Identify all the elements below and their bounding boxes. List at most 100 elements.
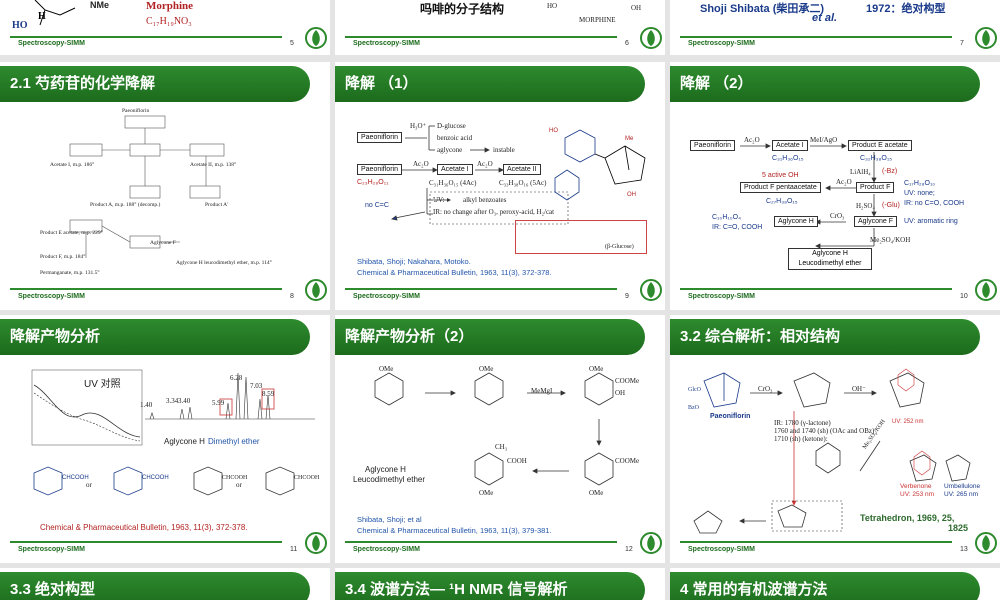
uv-265-label: UV: 265 nm — [944, 491, 979, 498]
cooh-label-4: CHCOOH — [294, 475, 320, 481]
slide-10[interactable]: 降解 （2） Paeoniflorin Ac₂O Acetate I MeI/A… — [670, 62, 1000, 310]
reference-journal: Tetrahedron, 1969, 25, — [860, 513, 955, 523]
slide-7[interactable]: Shoji Shibata (柴田承二) et al. 1972：绝对构型 Sp… — [670, 0, 1000, 55]
footer-line — [10, 288, 282, 290]
morphine-caption: MORPHINE — [579, 16, 616, 24]
footer-label: Spectroscopy-SIMM — [353, 293, 420, 300]
meiago-reagent: MeI/AgO — [810, 136, 838, 144]
page-number: 13 — [960, 546, 968, 553]
slide-11[interactable]: 降解产物分析 UV 对照 1.40 3.34 3.40 5.99 6.28 7.… — [0, 315, 330, 563]
author-name: Shoji Shibata (柴田承二) — [700, 3, 825, 15]
ir-1710: 1710 (sh) (ketone): — [774, 435, 828, 443]
footer-label: Spectroscopy-SIMM — [353, 546, 420, 553]
label-product-a-prime: Product A' — [205, 202, 229, 208]
footer-label: Spectroscopy-SIMM — [688, 546, 755, 553]
degradation-scheme-diagram — [69, 115, 225, 258]
nmr-peak-5: 6.28 — [230, 374, 243, 382]
footer-line — [680, 288, 952, 290]
label-aglycone-h-leuco: Aglycone H leucodimethyl ether, m.p. 114… — [176, 260, 272, 266]
morphine-structure-fragment — [34, 0, 76, 26]
year-note: 1972：绝对构型 — [866, 3, 946, 15]
nmr-spectrum-figure — [145, 372, 315, 420]
slide-14[interactable]: 3.3 绝对构型 — [0, 568, 330, 600]
molecule-formula: C₁₇H₁₉NO₃ — [146, 16, 192, 27]
page-number: 8 — [290, 293, 294, 300]
synthesis-scheme — [374, 372, 614, 486]
or-label-2: or — [236, 481, 242, 489]
paeoniflorin-box: Paeoniflorin — [690, 140, 735, 151]
slide-title: 3.4 波谱方法— ¹H NMR 信号解析 — [335, 572, 646, 600]
formula-aglycone-h: C₁₀H₁₀O₄ — [712, 214, 741, 221]
slide-12[interactable]: 降解产物分析（2） MeMgI OMe OMe OMe COOMe OH COO… — [335, 315, 665, 563]
slide-9[interactable]: 降解 （1） Paeoniflorin H₃O⁺ D-glucose benzo… — [335, 62, 665, 310]
uv-spectrum-figure — [31, 369, 143, 446]
nmr-peak-1: 1.40 — [140, 401, 153, 409]
ir-1780: IR: 1780 (γ-lactone) — [774, 419, 831, 427]
uv-comparison-label: UV 对照 — [84, 379, 121, 390]
slide-15[interactable]: 3.4 波谱方法— ¹H NMR 信号解析 — [335, 568, 665, 600]
footer-line — [345, 36, 617, 38]
label-product-a: Product A, m.p. 188° (decomp.) — [90, 202, 161, 208]
formula-red: C₂₃H₂₈O₁₁ — [357, 179, 389, 186]
product-f-pentaacetate-box: Product F pentaacetate — [740, 182, 821, 193]
acetate-2-box: Acetate II — [503, 164, 541, 175]
glucose-note: (β-Glucose) — [605, 244, 634, 250]
reference-journal: Chemical & Pharmaceutical Bulletin, 1963… — [40, 523, 248, 532]
page-number: 9 — [625, 293, 629, 300]
ome-label-4: OMe — [479, 489, 494, 497]
ac2o-reagent: Ac₂O — [413, 160, 429, 168]
ome-label-2: OMe — [479, 365, 494, 373]
aglycone-label: Aglycone H — [365, 465, 406, 474]
label-permanganate: Permanganate, m.p. 131.5° — [40, 270, 100, 276]
or-label-1: or — [86, 481, 92, 489]
footer-line — [345, 288, 617, 290]
reference-journal: Chemical & Pharmaceutical Bulletin, 1963… — [357, 268, 552, 277]
glucose-fragment-box — [515, 220, 647, 254]
aglycone-f-box: Aglycone F — [854, 216, 898, 227]
cooh-label-2: CHCOOH — [142, 475, 169, 481]
nmr-caption: Aglycone H — [164, 437, 205, 446]
slide-6[interactable]: 吗啡的分子结构 HO OH MORPHINE Spectroscopy-SIMM… — [335, 0, 665, 55]
me2so4-reagent: Me₂SO₄/KOH — [870, 236, 911, 244]
glco-label: GlcO — [688, 387, 701, 393]
acetate-1-box: Acetate I — [437, 164, 473, 175]
page-number: 12 — [625, 546, 633, 553]
coome-label-2: COOMe — [615, 457, 640, 465]
h3o-reagent: H₃O⁺ — [410, 122, 427, 130]
slide-title: 降解 （2） — [670, 66, 981, 102]
cro3-reagent: CrO₃ — [830, 212, 845, 220]
slide-13[interactable]: 3.2 综合解析：相对结构 Paeoniflorin CrO₃ OH⁻ Glc — [670, 315, 1000, 563]
paeoniflorin-structure: Me OH HO — [549, 128, 646, 201]
slide-16[interactable]: 4 常用的有机波谱方法 — [670, 568, 1000, 600]
reference-page: 1825 — [948, 523, 969, 533]
slide-title: 3.2 综合解析：相对结构 — [670, 319, 981, 355]
ir-co-cooh-note: IR: C=O, COOH — [712, 224, 763, 231]
ome-label-1: OMe — [379, 365, 394, 373]
formula-5ac: C₃₃H₃₈O₁₆ (5Ac) — [499, 179, 547, 187]
bzo-label: BzO — [688, 405, 699, 411]
slide-title: 降解 （1） — [335, 66, 646, 102]
institute-logo-icon — [975, 27, 997, 49]
coome-label-1: COOMe — [615, 377, 640, 385]
formula-4ac: C₃₁H₃₆O₁₅ (4Ac) — [429, 179, 477, 187]
slide-8[interactable]: 2.1 芍药苷的化学降解 Paeoniflorin Acetate I, m.p… — [0, 62, 330, 310]
label-aglycone-f: Aglycone F — [150, 240, 176, 246]
ome-label-5: OMe — [589, 489, 604, 497]
h2so4-reagent: H₂SO₄ — [856, 202, 875, 210]
uv-none-note: UV: none; — [904, 190, 935, 197]
page-number: 5 — [290, 40, 294, 47]
ac2o-reagent-2: Ac₂O — [836, 178, 852, 186]
relative-structure-scheme — [693, 368, 971, 534]
no-cc-label: no C=C — [365, 202, 389, 209]
institute-logo-icon — [305, 279, 327, 301]
footer-line — [680, 541, 952, 543]
active-oh-note: 5 active OH — [762, 172, 799, 179]
slide-5[interactable]: NMe HO H Morphine C₁₇H₁₉NO₃ Spectroscopy… — [0, 0, 330, 55]
aglycone-h-box: Aglycone H — [774, 216, 818, 227]
footer-line — [10, 541, 282, 543]
institute-logo-icon — [975, 279, 997, 301]
leucodimethyl-label: Leucodimethyl ether — [353, 475, 426, 484]
cro3-reagent: CrO₃ — [758, 385, 773, 393]
uv-note: alkyl benzoates — [463, 196, 507, 204]
oh-label: OH — [627, 192, 636, 198]
